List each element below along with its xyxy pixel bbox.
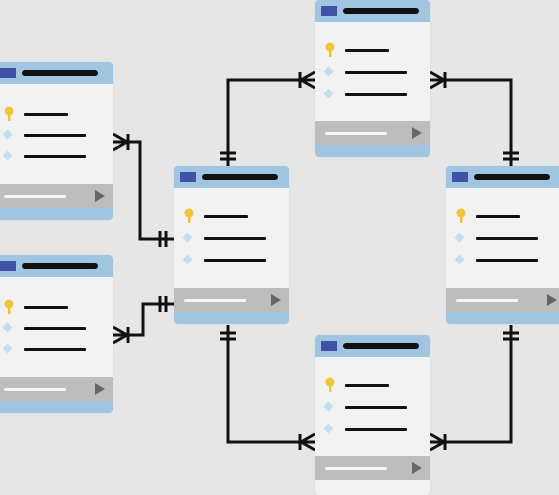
one-marker-center-left-a bbox=[158, 231, 168, 247]
crows-foot-top-right bbox=[429, 70, 448, 90]
diamond-icon bbox=[2, 343, 13, 354]
diamond-icon bbox=[182, 232, 193, 243]
table-footer bbox=[315, 456, 430, 480]
table-row-field bbox=[323, 64, 430, 80]
table-row-field bbox=[182, 230, 289, 246]
table-header bbox=[446, 166, 559, 188]
table-header bbox=[315, 335, 430, 357]
table-icon bbox=[321, 341, 337, 351]
table-row-key bbox=[182, 208, 289, 224]
diamond-icon bbox=[323, 401, 334, 412]
table-top bbox=[315, 0, 430, 157]
crows-foot-left-bottom bbox=[112, 325, 131, 345]
table-row-field bbox=[182, 252, 289, 268]
key-icon bbox=[456, 208, 466, 223]
table-bottom bbox=[315, 335, 430, 495]
diamond-icon bbox=[454, 254, 465, 265]
table-row-key bbox=[323, 377, 430, 393]
diamond-icon bbox=[323, 66, 334, 77]
play-icon bbox=[412, 462, 422, 474]
play-icon bbox=[95, 383, 105, 395]
table-icon bbox=[0, 261, 16, 271]
diamond-icon bbox=[323, 423, 334, 434]
table-icon bbox=[321, 6, 337, 16]
table-header bbox=[0, 62, 113, 84]
crows-foot-top-left bbox=[297, 70, 316, 90]
table-center bbox=[174, 166, 289, 324]
diamond-icon bbox=[454, 232, 465, 243]
play-icon bbox=[95, 190, 105, 202]
table-footer bbox=[0, 184, 113, 208]
table-row-field bbox=[323, 86, 430, 102]
table-title-bar bbox=[22, 70, 98, 76]
table-header bbox=[174, 166, 289, 188]
table-left-top bbox=[0, 62, 113, 220]
table-row-key bbox=[2, 106, 113, 122]
crows-foot-bottom-left bbox=[297, 432, 316, 452]
connector-top-to-right bbox=[430, 78, 513, 166]
diamond-icon bbox=[2, 150, 13, 161]
table-right bbox=[446, 166, 559, 324]
diamond-icon bbox=[2, 129, 13, 140]
table-footer bbox=[315, 121, 430, 145]
play-icon bbox=[271, 294, 281, 306]
table-row-field bbox=[454, 252, 559, 268]
diamond-icon bbox=[323, 88, 334, 99]
table-icon bbox=[0, 68, 16, 78]
play-icon bbox=[412, 127, 422, 139]
table-title-bar bbox=[474, 174, 550, 180]
table-left-bottom bbox=[0, 255, 113, 413]
key-icon bbox=[325, 377, 335, 392]
connector-bottom-to-right bbox=[430, 325, 513, 444]
table-row-key bbox=[323, 42, 430, 58]
key-icon bbox=[4, 106, 14, 121]
table-row-field bbox=[2, 341, 113, 357]
diamond-icon bbox=[182, 254, 193, 265]
one-marker-right-top bbox=[503, 151, 519, 161]
connector-left-top-to-center bbox=[113, 140, 174, 241]
table-footer bbox=[446, 288, 559, 312]
key-icon bbox=[184, 208, 194, 223]
table-row-key bbox=[454, 208, 559, 224]
table-row-field bbox=[2, 320, 113, 336]
table-header bbox=[315, 0, 430, 22]
table-icon bbox=[180, 172, 196, 182]
table-title-bar bbox=[343, 343, 419, 349]
table-row-field bbox=[323, 421, 430, 437]
one-marker-right-bottom bbox=[503, 331, 519, 341]
key-icon bbox=[325, 42, 335, 57]
table-row-key bbox=[2, 299, 113, 315]
table-row-field bbox=[454, 230, 559, 246]
crows-foot-left-top bbox=[112, 132, 131, 152]
table-title-bar bbox=[202, 174, 278, 180]
table-row-field bbox=[2, 148, 113, 164]
one-marker-center-left-b bbox=[158, 296, 168, 312]
table-footer bbox=[174, 288, 289, 312]
key-icon bbox=[4, 299, 14, 314]
table-footer bbox=[0, 377, 113, 401]
table-icon bbox=[452, 172, 468, 182]
table-row-field bbox=[2, 127, 113, 143]
one-marker-center-top bbox=[220, 151, 236, 161]
play-icon bbox=[547, 294, 557, 306]
table-title-bar bbox=[22, 263, 98, 269]
connector-center-to-top bbox=[226, 78, 315, 166]
table-row-field bbox=[323, 399, 430, 415]
table-header bbox=[0, 255, 113, 277]
crows-foot-bottom-right bbox=[429, 432, 448, 452]
connector-center-to-bottom bbox=[226, 325, 315, 444]
diamond-icon bbox=[2, 322, 13, 333]
one-marker-center-bottom bbox=[220, 331, 236, 341]
table-title-bar bbox=[343, 8, 419, 14]
